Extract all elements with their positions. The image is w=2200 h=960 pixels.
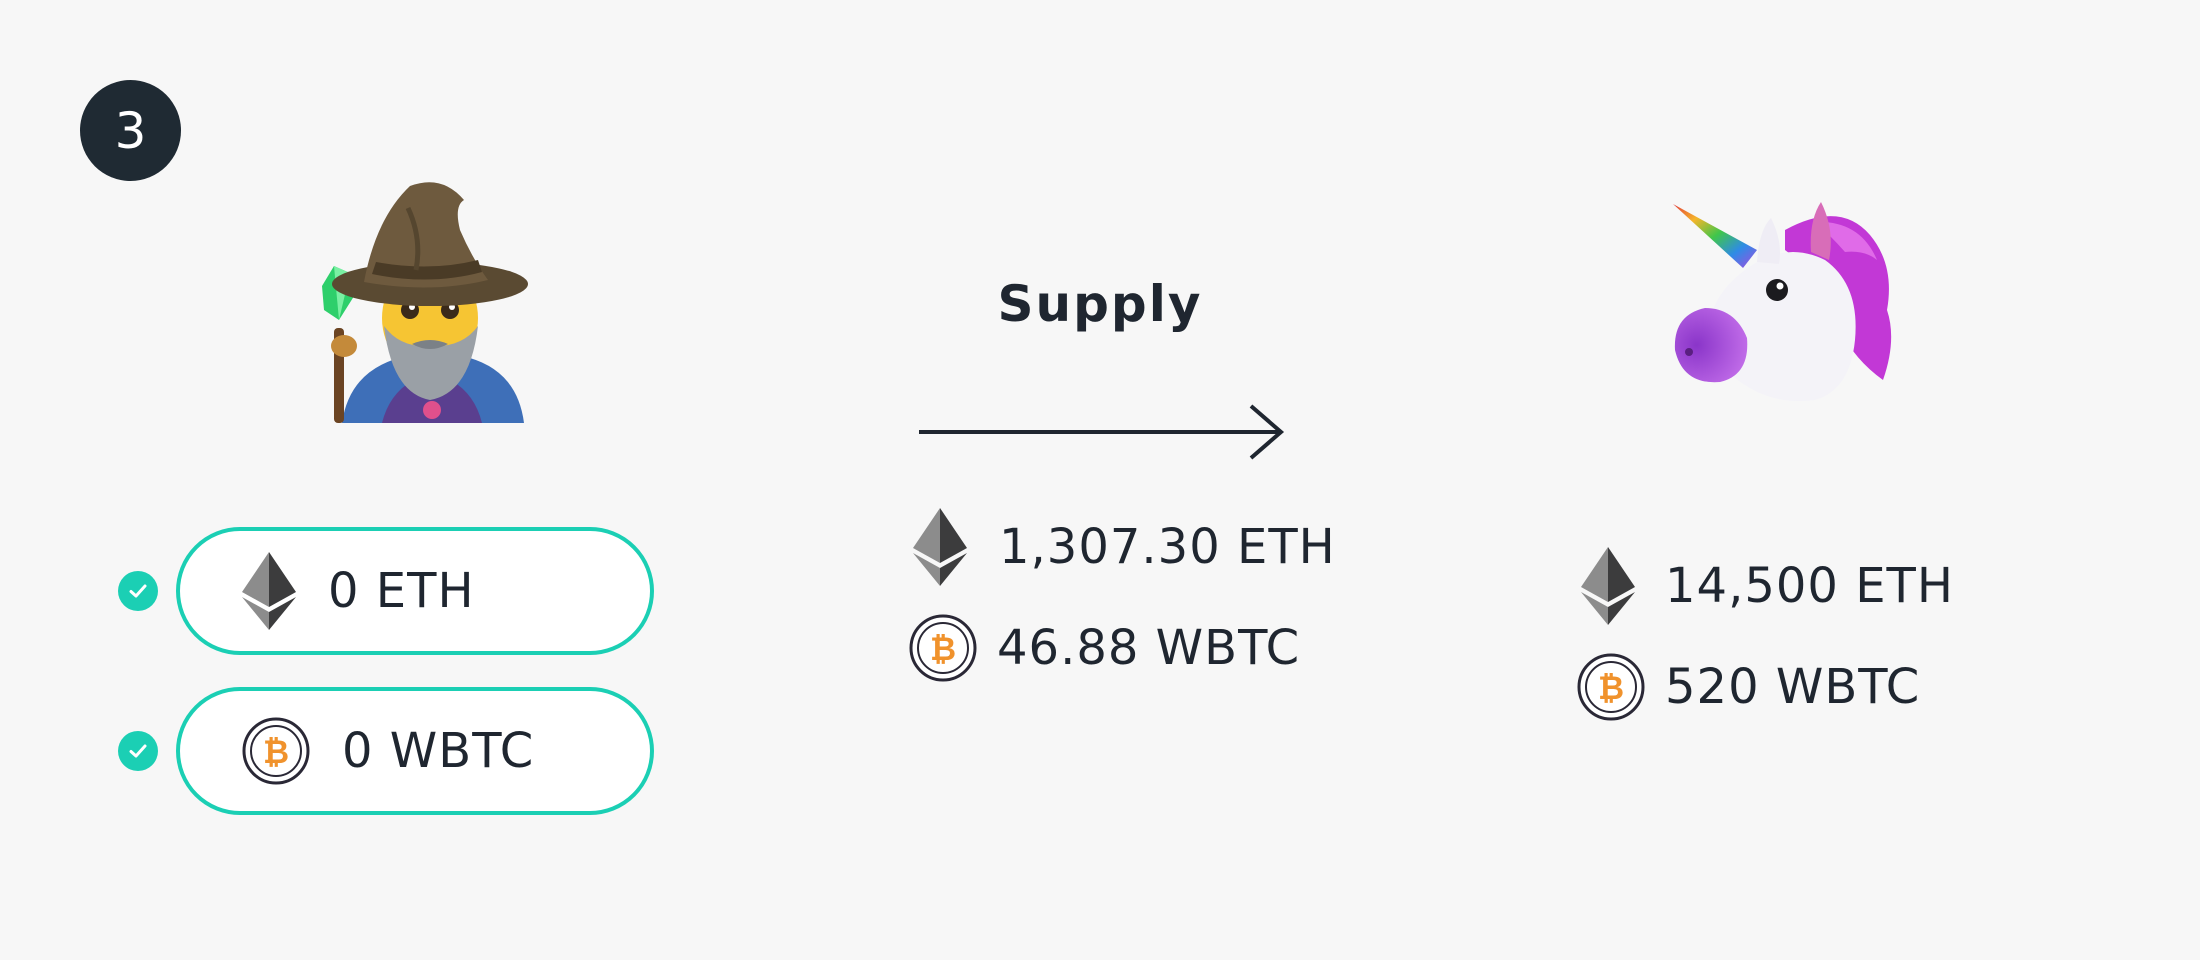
wbtc-icon: ₿ (909, 614, 977, 682)
unicorn-icon (1673, 202, 1892, 401)
pool-wbtc-amount: 520 WBTC (1665, 659, 1921, 715)
transfer-eth: 1,307.30 ETH (913, 508, 1336, 586)
svg-text:₿: ₿ (1598, 669, 1624, 707)
check-icon (118, 571, 158, 611)
wbtc-icon: ₿ (242, 717, 310, 785)
transfer-wbtc: ₿ 46.88 WBTC (909, 614, 1300, 682)
action-label: Supply (997, 275, 1203, 333)
step-number: 3 (114, 101, 147, 160)
eth-amount: 0 ETH (328, 563, 475, 619)
pool-eth-balance: 14,500 ETH (1581, 547, 1954, 625)
pool-avatar (1665, 190, 1900, 405)
transfer-eth-amount: 1,307.30 ETH (999, 519, 1336, 575)
ethereum-icon (913, 508, 967, 586)
wizard-icon (322, 182, 528, 423)
user-avatar (312, 178, 532, 423)
wbtc-amount: 0 WBTC (342, 723, 535, 779)
svg-text:₿: ₿ (263, 733, 289, 771)
wbtc-icon: ₿ (1577, 653, 1645, 721)
user-wbtc-balance: ₿ 0 WBTC (118, 687, 654, 815)
ethereum-icon (242, 552, 296, 630)
check-icon (118, 731, 158, 771)
user-eth-balance: 0 ETH (118, 527, 654, 655)
ethereum-icon (1581, 547, 1635, 625)
wbtc-balance-pill: ₿ 0 WBTC (176, 687, 654, 815)
right-arrow-icon (919, 404, 1285, 460)
pool-eth-amount: 14,500 ETH (1665, 558, 1954, 614)
svg-text:₿: ₿ (930, 630, 956, 668)
transfer-wbtc-amount: 46.88 WBTC (997, 620, 1301, 676)
pool-wbtc-balance: ₿ 520 WBTC (1577, 653, 1920, 721)
eth-balance-pill: 0 ETH (176, 527, 654, 655)
step-badge: 3 (80, 80, 181, 181)
